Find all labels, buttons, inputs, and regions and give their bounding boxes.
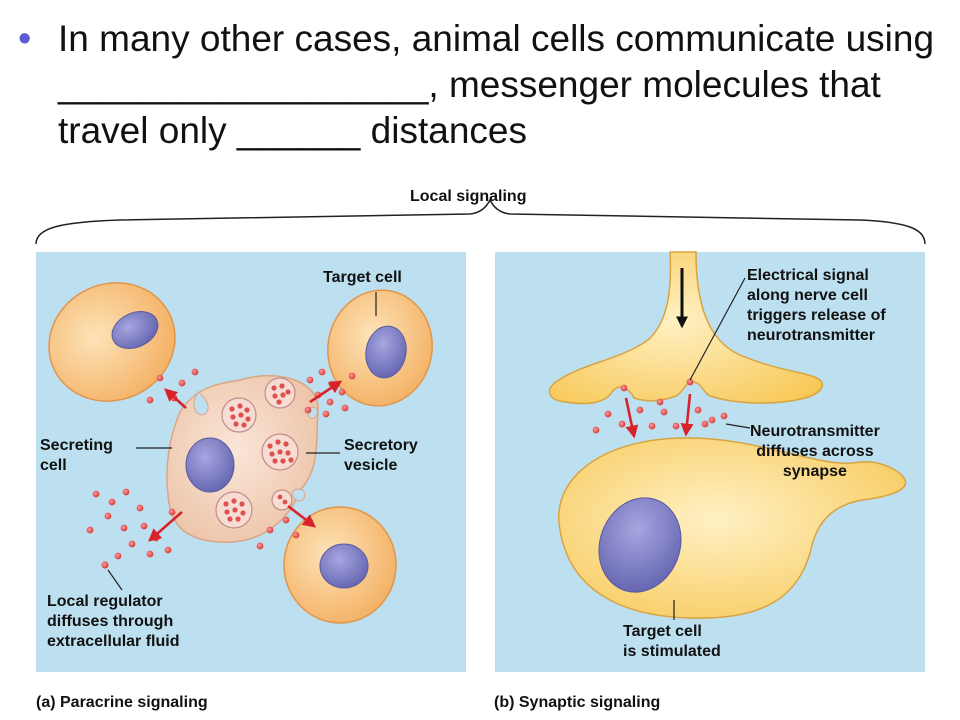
paracrine-target-cell-bottom-right [283, 506, 397, 624]
paracrine-arrows [148, 380, 343, 542]
synaptic-target-cell [558, 437, 907, 619]
target-cell-stimulated-label: Target cell is stimulated [623, 623, 721, 660]
arrow-to-top-left-cell [164, 388, 187, 409]
arrow-release-left [624, 397, 639, 439]
neurotransmitter-label: Neurotransmitter diffuses across synapse [750, 423, 880, 480]
electrical-signal-label: Electrical signal along nerve cell trigg… [747, 267, 886, 344]
synaptic-arrows [624, 393, 694, 439]
arrow-release-right [680, 393, 694, 437]
secretory-vesicle-2 [264, 377, 296, 409]
secretory-vesicle-label: Secretory vesicle [344, 437, 418, 474]
arrow-to-extracellular [148, 511, 183, 542]
bullet-symbol: • [18, 18, 32, 60]
local-regulator-label: Local regulator diffuses through extrace… [47, 593, 180, 650]
vesicle-molecules [223, 383, 294, 522]
paracrine-target-cell-top-right [327, 289, 433, 407]
local-signaling-title: Local signaling [410, 188, 527, 205]
paracrine-leader-lines [107, 292, 377, 591]
arrow-to-top-right-cell [309, 380, 343, 404]
arrow-to-bottom-right-cell [287, 504, 317, 528]
paracrine-caption: (a) Paracrine signaling [36, 694, 208, 711]
neurotransmitter-molecules [592, 398, 728, 434]
bullet-text: In many other cases, animal cells commun… [58, 18, 935, 151]
secretory-vesicle-5 [271, 489, 293, 511]
synaptic-caption: (b) Synaptic signaling [494, 694, 661, 711]
paracrine-target-cell-label: Target cell [323, 269, 402, 286]
local-signaling-brace [35, 198, 926, 245]
secreting-cell-label: Secreting cell [40, 437, 113, 474]
paracrine-target-cell-top-left [48, 282, 176, 402]
synaptic-leader-lines [673, 277, 751, 620]
